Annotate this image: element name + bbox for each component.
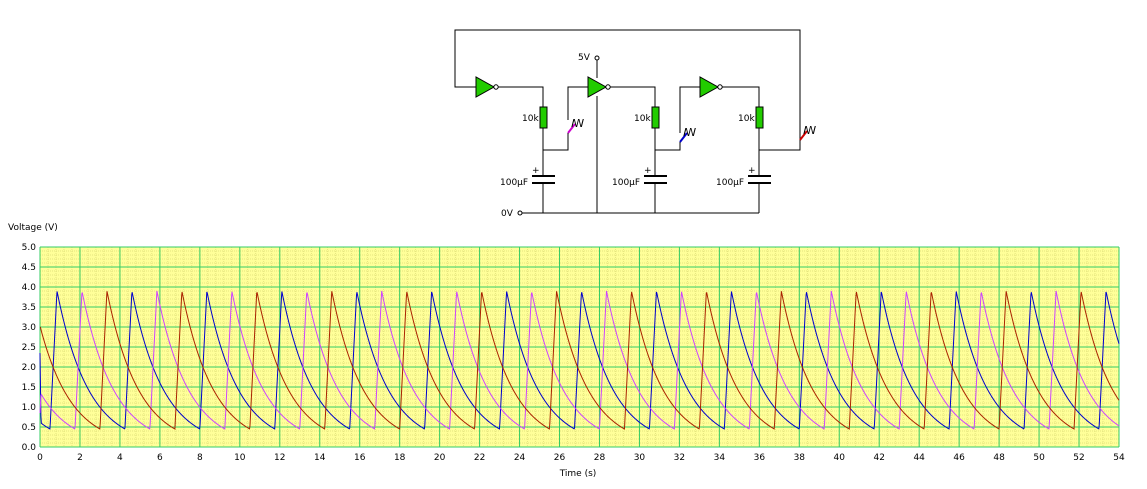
x-tick-label: 4 xyxy=(117,453,123,463)
y-tick-label: 2.0 xyxy=(22,363,37,373)
y-axis-label: Voltage (V) xyxy=(8,223,58,233)
x-tick-label: 20 xyxy=(434,453,446,463)
y-tick-label: 0.0 xyxy=(22,443,37,453)
ground-terminal xyxy=(517,210,523,216)
x-tick-label: 0 xyxy=(37,453,43,463)
y-tick-label: 1.5 xyxy=(22,383,36,393)
x-tick-label: 10 xyxy=(234,453,246,463)
y-tick-label: 2.5 xyxy=(22,343,36,353)
x-tick-label: 18 xyxy=(394,453,406,463)
resistor-2-label: 10k xyxy=(634,114,651,124)
x-tick-label: 28 xyxy=(594,453,606,463)
series-line-1 xyxy=(39,291,1120,430)
inverter-bubble-1 xyxy=(493,84,499,90)
probe-1-icon: ꟿ xyxy=(571,117,584,130)
x-tick-label: 14 xyxy=(314,453,326,463)
series-line-2 xyxy=(39,290,1120,430)
probe-1 xyxy=(567,123,576,134)
x-tick-label: 52 xyxy=(1073,453,1084,463)
probe-2 xyxy=(679,132,688,143)
x-tick-label: 46 xyxy=(953,453,965,463)
x-tick-label: 2 xyxy=(77,453,83,463)
x-tick-label: 26 xyxy=(554,453,566,463)
x-tick-label: 24 xyxy=(514,453,526,463)
x-tick-label: 32 xyxy=(674,453,685,463)
x-tick-label: 48 xyxy=(993,453,1005,463)
x-tick-label: 6 xyxy=(157,453,163,463)
x-axis-label: Time (s) xyxy=(559,469,597,479)
capacitor-2-label: 100µF xyxy=(612,178,640,188)
y-tick-label: 4.5 xyxy=(22,263,36,273)
y-tick-label: 0.5 xyxy=(22,423,36,433)
y-tick-label: 5.0 xyxy=(22,243,37,253)
inverter-bubble-3 xyxy=(717,84,723,90)
resistor-1-label: 10k xyxy=(522,114,539,124)
x-tick-label: 8 xyxy=(197,453,203,463)
resistor-3 xyxy=(755,106,764,129)
x-tick-label: 30 xyxy=(634,453,646,463)
major-grid xyxy=(39,246,1120,448)
x-tick-label: 42 xyxy=(873,453,884,463)
x-tick-label: 50 xyxy=(1033,453,1045,463)
capacitor-1-label: 100µF xyxy=(500,178,528,188)
x-tick-label: 36 xyxy=(754,453,766,463)
x-tick-label: 40 xyxy=(834,453,846,463)
x-tick-label: 44 xyxy=(913,453,925,463)
series-lines xyxy=(39,290,1120,430)
x-tick-label: 34 xyxy=(714,453,726,463)
resistor-2 xyxy=(651,106,660,129)
x-tick-label: 12 xyxy=(274,453,285,463)
inverter-gate-3 xyxy=(699,76,720,98)
circuit-diagram: 10k ꟿ + 100µF 5V 10k ꟿ + 100µF xyxy=(454,29,816,219)
y-tick-labels: 0.0 0.5 1.0 1.5 2.0 2.5 3.0 3.5 4.0 4.5 5.0 xyxy=(22,243,37,453)
capacitor-1-plus: + xyxy=(532,166,540,176)
y-tick-label: 3.0 xyxy=(22,323,37,333)
ground-label: 0V xyxy=(501,209,514,219)
y-tick-label: 1.0 xyxy=(22,403,37,413)
resistor-1 xyxy=(539,106,548,129)
capacitor-3-label: 100µF xyxy=(716,178,744,188)
voltage-chart: Voltage (V) 0.0 0.5 1.0 1.5 2.0 2.5 3.0 3.5 4.0 4… xyxy=(8,223,1125,479)
probe-3 xyxy=(799,130,808,141)
probe-2-icon: ꟿ xyxy=(683,126,696,139)
inverter-bubble-2 xyxy=(605,84,611,90)
supply-label: 5V xyxy=(578,53,591,63)
probe-3-icon: ꟿ xyxy=(803,124,816,137)
y-tick-label: 3.5 xyxy=(22,303,36,313)
feedback-wire xyxy=(454,29,801,140)
capacitor-2-plus: + xyxy=(644,166,652,176)
series-line-3 xyxy=(39,291,1120,430)
x-tick-label: 38 xyxy=(794,453,806,463)
resistor-3-label: 10k xyxy=(738,114,755,124)
capacitor-3-plus: + xyxy=(748,166,756,176)
x-tick-label: 16 xyxy=(354,453,366,463)
x-tick-label: 22 xyxy=(474,453,485,463)
inverter-gate-1 xyxy=(475,76,496,98)
y-tick-label: 4.0 xyxy=(22,283,37,293)
inverter-gate-2 xyxy=(587,76,608,98)
x-tick-label: 54 xyxy=(1113,453,1125,463)
supply-terminal xyxy=(594,55,600,61)
